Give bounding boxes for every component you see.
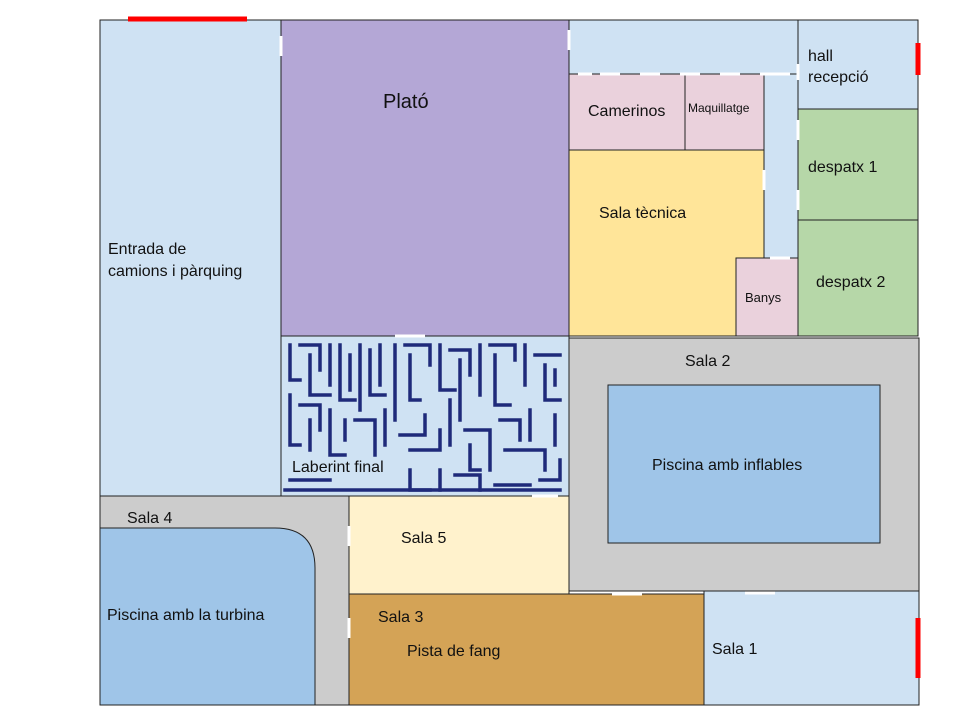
maze-wall — [488, 343, 517, 362]
maze-wall — [368, 348, 387, 397]
maze-wall — [438, 343, 457, 392]
maze-wall — [503, 448, 547, 472]
maze-wall — [398, 413, 427, 437]
room-sala5 — [348, 495, 570, 595]
pool-turbina — [99, 527, 316, 706]
label-hall-1: hall — [808, 48, 833, 65]
room-sala3 — [348, 593, 705, 706]
maze-wall — [538, 458, 562, 482]
maze-wall — [463, 428, 492, 472]
label-laberint: Laberint final — [292, 459, 384, 476]
exits-layer — [128, 16, 921, 678]
label-plato: Plató — [383, 91, 429, 113]
room-despatx1 — [797, 108, 919, 221]
labels-layer: Entrada de camions i pàrquing Plató hall… — [107, 48, 885, 660]
label-sala4: Sala 4 — [127, 510, 172, 527]
maze-wall — [353, 418, 377, 457]
label-hall-2: recepció — [808, 69, 869, 86]
maze-wall — [288, 393, 302, 447]
maze-wall — [453, 473, 482, 492]
maze-wall — [448, 348, 472, 377]
maze-wall — [468, 443, 482, 472]
maze-wall — [288, 343, 302, 382]
corridor-top — [568, 19, 799, 75]
label-piscina-turbina: Piscina amb la turbina — [107, 607, 265, 624]
maze-wall — [338, 343, 357, 402]
maze-wall — [298, 403, 322, 432]
label-sala5: Sala 5 — [401, 530, 446, 547]
room-entrada — [99, 19, 282, 497]
maze-wall — [408, 428, 442, 452]
maze-wall — [498, 418, 522, 442]
label-piscina-inflables: Piscina amb inflables — [652, 457, 802, 474]
rooms-layer — [99, 19, 920, 706]
room-sala1 — [703, 590, 920, 706]
room-camerinos — [568, 73, 686, 151]
label-sala1: Sala 1 — [712, 641, 757, 658]
room-hall — [797, 19, 919, 110]
label-entrada-2: camions i pàrquing — [108, 263, 242, 280]
room-banys — [735, 257, 799, 337]
label-sala-tecnica: Sala tècnica — [599, 205, 686, 222]
label-entrada-1: Entrada de — [108, 241, 186, 258]
maze-wall — [298, 343, 322, 372]
doors-layer — [279, 30, 800, 638]
label-despatx1: despatx 1 — [808, 159, 877, 176]
maze-wall — [328, 408, 347, 457]
label-sala3: Sala 3 — [378, 609, 423, 626]
label-camerinos: Camerinos — [588, 103, 665, 120]
maze-pattern — [283, 343, 562, 492]
label-sala2: Sala 2 — [685, 353, 730, 370]
room-sala-tecnica — [568, 149, 765, 337]
label-pista-fang: Pista de fang — [407, 643, 500, 660]
label-maquillatge: Maquillatge — [688, 101, 750, 115]
maze-wall — [408, 353, 422, 402]
label-banys: Banys — [745, 290, 782, 305]
corridor-side — [763, 73, 799, 259]
room-plato — [280, 19, 570, 337]
maze-wall — [308, 353, 332, 397]
label-despatx2: despatx 2 — [816, 274, 885, 291]
maze-wall — [543, 363, 562, 402]
room-despatx2 — [797, 219, 919, 337]
pool-inflables — [607, 384, 881, 544]
maze-wall — [493, 353, 512, 407]
maze-wall — [403, 343, 432, 367]
